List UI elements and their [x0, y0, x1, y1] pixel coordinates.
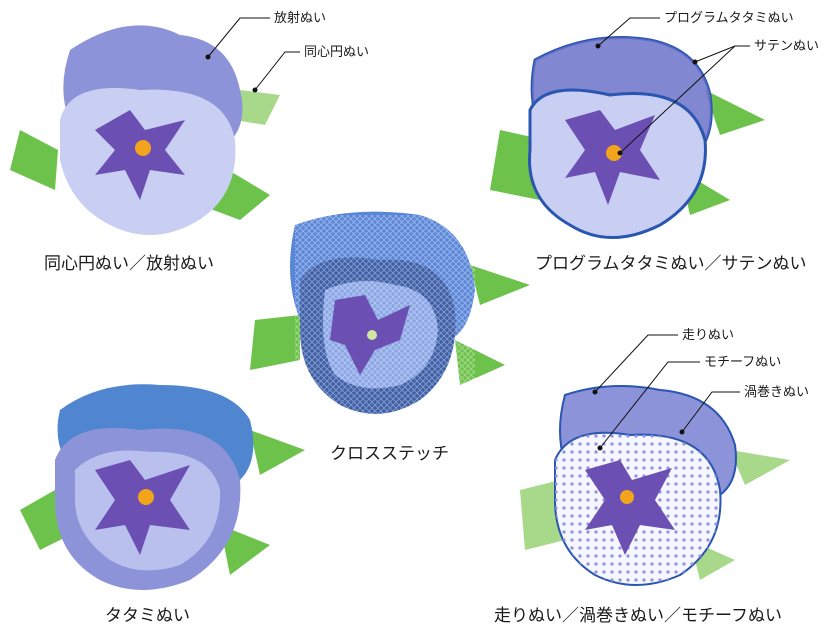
- leaf-right: [250, 430, 305, 475]
- caption-top-left: 同心円ぬい／放射ぬい: [44, 254, 214, 274]
- label-spiral: 渦巻きぬい: [744, 385, 809, 400]
- flower-center: [135, 140, 151, 156]
- leaf-left: [250, 315, 300, 370]
- caption-top-right: プログラムタタミぬい／サテンぬい: [535, 254, 807, 274]
- leaf-bottom-right: [220, 525, 270, 575]
- caption-bottom-right: 走りぬい／渦巻きぬい／モチーフぬい: [494, 606, 782, 626]
- leaf-left: [520, 480, 565, 550]
- center-blotch: [585, 460, 675, 555]
- center-blotch: [95, 460, 190, 555]
- flower-center: [367, 330, 377, 340]
- flower-center: [606, 145, 622, 161]
- leaf-right: [730, 450, 790, 485]
- leaf-left: [10, 130, 58, 190]
- pansy-running-spiral-motif: [520, 385, 790, 586]
- pansy-cross-stitch: [250, 211, 530, 425]
- callouts: 放射ぬい 同心円ぬい プログラムタタミぬい サテンぬい 走りぬい モチーフぬい …: [205, 10, 819, 451]
- label-motif: モチーフぬい: [704, 355, 781, 370]
- pansy-program-satin: [490, 36, 765, 239]
- caption-bottom-left: タタミぬい: [105, 606, 190, 626]
- flower-center: [138, 489, 154, 505]
- label-radial: 放射ぬい: [274, 10, 326, 26]
- label-satin: サテンぬい: [754, 39, 819, 54]
- caption-center: クロスステッチ: [330, 444, 449, 464]
- leaf-right: [705, 90, 765, 135]
- label-concentric: 同心円ぬい: [304, 45, 369, 60]
- label-running: 走りぬい: [682, 328, 734, 343]
- label-program-tatami: プログラムタタミぬい: [664, 11, 794, 26]
- flower-center: [620, 490, 634, 504]
- leaf-top-right: [235, 90, 280, 125]
- pansy-tatami: [20, 384, 305, 590]
- leaf-right: [470, 265, 530, 305]
- pansy-concentric-radial: [10, 25, 280, 235]
